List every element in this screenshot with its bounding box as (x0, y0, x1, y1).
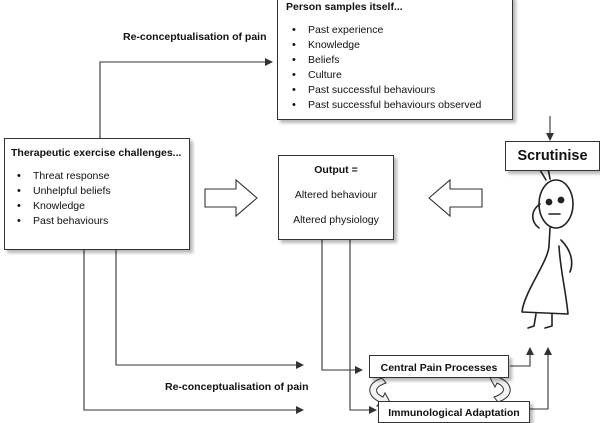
bottom-loop-arrow (83, 250, 304, 414)
bottom-loop-label: Re-conceptualisation of pain (165, 381, 309, 393)
output-line-physiology: Altered physiology (293, 214, 379, 226)
list-item: Past successful behaviours observed (286, 98, 504, 113)
list-item: Threat response (11, 169, 183, 184)
central-pain-box: Central Pain Processes (369, 355, 509, 378)
list-item: Unhelpful beliefs (11, 184, 183, 199)
output-title: Output = (314, 164, 358, 176)
list-item: Knowledge (286, 38, 504, 53)
immuno-box: Immunological Adaptation (378, 401, 530, 423)
list-item: Past behaviours (11, 214, 183, 229)
person-samples-box: Person samples itself... Past experience… (277, 0, 513, 120)
list-item: Beliefs (286, 53, 504, 68)
list-item: Past successful behaviours (286, 83, 504, 98)
output-to-immuno-arrow (349, 240, 377, 414)
list-item: Culture (286, 68, 504, 83)
top-loop-arrow (99, 58, 273, 138)
top-loop-label: Re-conceptualisation of pain (123, 31, 267, 43)
hollow-arrow-left (428, 178, 483, 218)
immuno-label: Immunological Adaptation (388, 407, 520, 419)
scrutinise-box: Scrutinise (505, 141, 600, 171)
person-samples-title: Person samples itself... (286, 1, 403, 13)
output-line-behaviour: Altered behaviour (294, 189, 378, 201)
exercise-challenges-box: Therapeutic exercise challenges... Threa… (4, 138, 190, 250)
output-to-central-arrow (321, 240, 363, 374)
person-samples-list: Past experience Knowledge Beliefs Cultur… (286, 23, 504, 113)
stick-figure-icon (521, 167, 574, 329)
hollow-arrow-right (204, 178, 258, 218)
exercise-challenges-list: Threat response Unhelpful beliefs Knowle… (11, 169, 183, 229)
list-item: Knowledge (11, 199, 183, 214)
immuno-to-figure-arrow (530, 347, 552, 410)
central-pain-label: Central Pain Processes (380, 362, 498, 374)
central-to-figure-arrow (510, 347, 534, 367)
cycle-arrow-left-icon (369, 377, 392, 407)
exercise-challenges-title: Therapeutic exercise challenges... (11, 147, 182, 159)
cycle-arrow-right-icon (488, 373, 511, 403)
output-box: Output = Altered behaviour Altered physi… (278, 155, 394, 240)
list-item: Past experience (286, 23, 504, 38)
scrutinise-label: Scrutinise (517, 148, 588, 164)
exercise-to-central-arrow (115, 250, 304, 369)
